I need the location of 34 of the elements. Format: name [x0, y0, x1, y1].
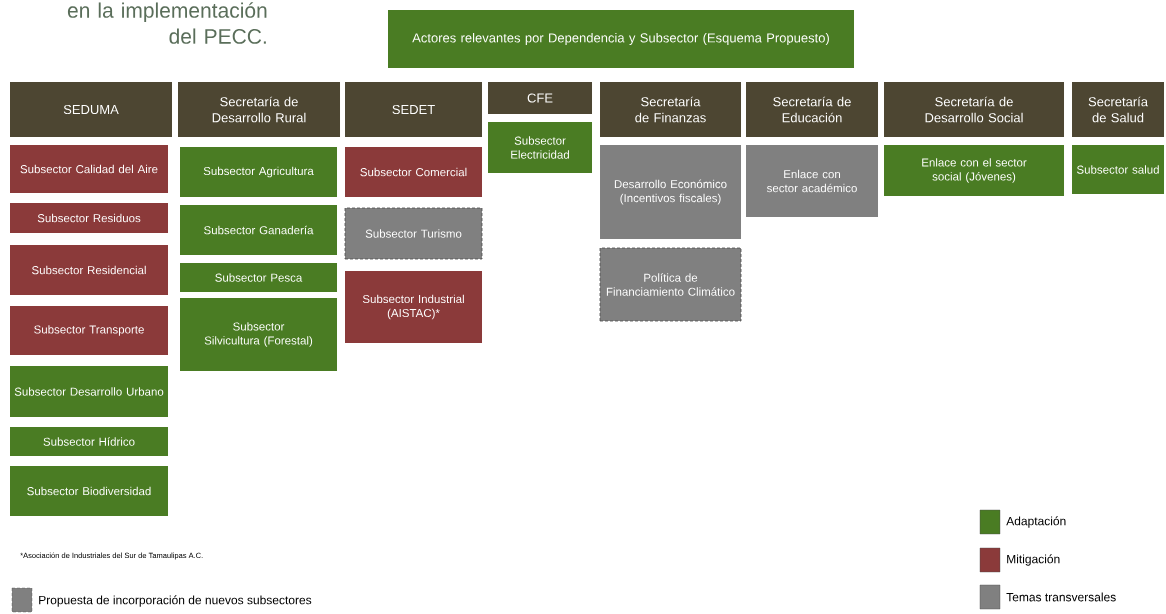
header-box: CFE: [488, 82, 592, 114]
subsector-box: Subsector Pesca: [180, 263, 337, 292]
heading-text: en la implementación del PECC.: [67, 2, 267, 44]
subsector-box: Subsector Ganadería: [180, 205, 337, 255]
subsector-box: Subsector Hídrico: [10, 427, 168, 456]
subsector-box: Subsector salud: [1072, 145, 1164, 194]
legend-label: Adaptación: [1006, 516, 1066, 528]
subsector-box: Subsector Residencial: [10, 245, 168, 295]
legend-label: Temas transversales: [1006, 592, 1116, 602]
subsector-box: Desarrollo Económico (Incentivos fiscales): [600, 145, 741, 239]
subsector-box: Enlace con sector académico: [746, 145, 878, 217]
subsector-box: Subsector Silvicultura (Forestal): [180, 298, 337, 371]
header-box: SEDET: [345, 82, 482, 137]
subsector-box: Subsector Calidad del Aire: [10, 145, 168, 193]
subsector-box: Subsector Agricultura: [180, 147, 337, 197]
subsector-box: Subsector Residuos: [10, 203, 168, 233]
subsector-box: Subsector Industrial (AISTAC)*: [345, 271, 482, 343]
legend-label: Mitigación: [1007, 554, 1060, 566]
header-box: SEDUMA: [10, 82, 172, 137]
header-box: Secretaría de Finanzas: [600, 82, 741, 137]
subsector-box: Subsector Electricidad: [488, 122, 592, 173]
header-box: Secretaría de Desarrollo Rural: [178, 82, 340, 137]
header-box: Secretaría de Salud: [1072, 82, 1164, 137]
subsector-box: Subsector Biodiversidad: [10, 466, 168, 516]
subsector-box: Enlace con el sector social (Jóvenes): [884, 145, 1064, 196]
subsector-box: Subsector Comercial: [345, 147, 482, 197]
subsector-box: Política de Financiamiento Climático: [599, 247, 742, 322]
subsector-box: Subsector Desarrollo Urbano: [10, 366, 168, 417]
subsector-box: Subsector Turismo: [344, 207, 483, 260]
subsector-box: Subsector Transporte: [10, 306, 168, 355]
legend-label: Propuesta de incorporación de nuevos subsectores: [39, 595, 312, 607]
header-box: Secretaría de Desarrollo Social: [884, 82, 1064, 137]
header-box: Secretaría de Educación: [746, 82, 878, 137]
title-box: Actores relevantes por Dependencia y Subsector (Esquema Propuesto): [388, 10, 854, 68]
